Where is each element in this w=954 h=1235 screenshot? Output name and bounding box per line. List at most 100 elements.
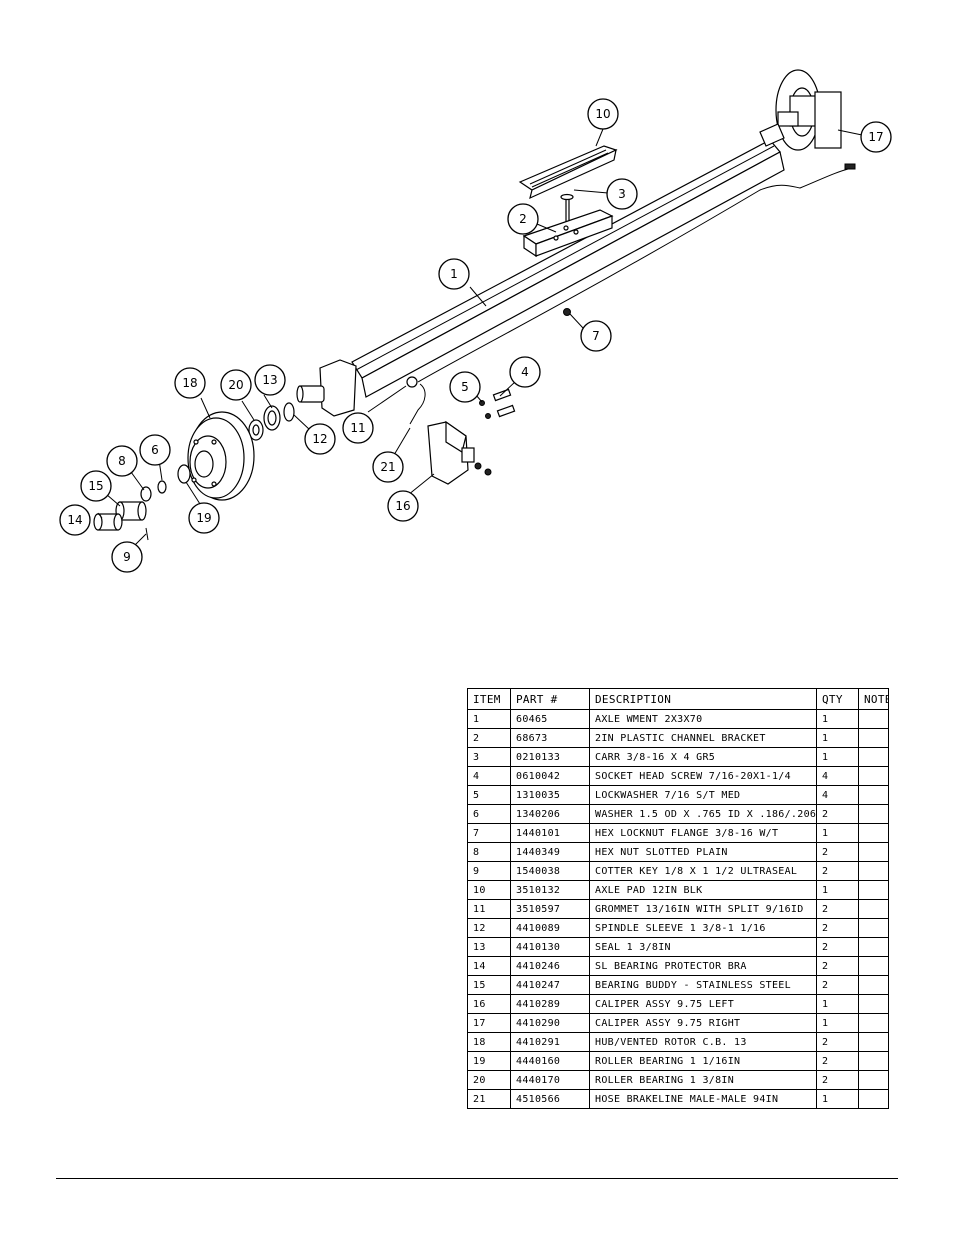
cell-description: HEX LOCKNUT FLANGE 3/8-16 W/T: [589, 823, 817, 843]
cell-qty: 1: [816, 1089, 859, 1109]
channel-bracket: [522, 209, 614, 258]
cell-part-number: 0210133: [510, 747, 590, 767]
callout-4: 4: [509, 356, 541, 388]
footer-divider: [56, 1178, 898, 1179]
cell-qty: 2: [816, 1051, 859, 1071]
cell-item: 17: [467, 1013, 511, 1033]
cotter-key: [145, 527, 149, 541]
hub-rotor: [187, 411, 255, 501]
cell-description: LOCKWASHER 7/16 S/T MED: [589, 785, 817, 805]
cell-description: CARR 3/8-16 X 4 GR5: [589, 747, 817, 767]
cell-item: 1: [467, 709, 511, 729]
cell-note: [858, 994, 889, 1014]
cell-item: 15: [467, 975, 511, 995]
callout-13: 13: [254, 364, 286, 396]
svg-text:2: 2: [519, 212, 527, 226]
cell-note: [858, 804, 889, 824]
cell-part-number: 4410246: [510, 956, 590, 976]
header-note: NOTE: [858, 688, 889, 710]
cell-qty: 1: [816, 994, 859, 1014]
header-description: DESCRIPTION: [589, 688, 817, 710]
cell-item: 16: [467, 994, 511, 1014]
cell-description: BEARING BUDDY - STAINLESS STEEL: [589, 975, 817, 995]
cell-note: [858, 728, 889, 748]
parts-list-table: ITEM PART # DESCRIPTION QTY NOTE 160465A…: [467, 688, 889, 1109]
left-spindle: [296, 359, 418, 417]
axle-tube: [351, 139, 785, 398]
cell-qty: 2: [816, 975, 859, 995]
callout-16: 16: [387, 490, 419, 522]
svg-text:8: 8: [118, 454, 126, 468]
svg-text:3: 3: [618, 187, 626, 201]
cell-item: 13: [467, 937, 511, 957]
cell-item: 14: [467, 956, 511, 976]
cell-item: 7: [467, 823, 511, 843]
cell-description: SOCKET HEAD SCREW 7/16-20X1-1/4: [589, 766, 817, 786]
cell-description: HUB/VENTED ROTOR C.B. 13: [589, 1032, 817, 1052]
cell-note: [858, 1032, 889, 1052]
cell-item: 2: [467, 728, 511, 748]
cell-part-number: 4410289: [510, 994, 590, 1014]
cell-part-number: 4410247: [510, 975, 590, 995]
cell-part-number: 1310035: [510, 785, 590, 805]
callout-21: 21: [372, 451, 404, 483]
svg-text:20: 20: [228, 378, 243, 392]
cell-note: [858, 937, 889, 957]
callout-6: 6: [139, 434, 171, 466]
cell-item: 3: [467, 747, 511, 767]
table-header-row: ITEM PART # DESCRIPTION QTY NOTE: [467, 688, 889, 710]
header-part-number: PART #: [510, 688, 590, 710]
cell-item: 20: [467, 1070, 511, 1090]
cell-part-number: 3510132: [510, 880, 590, 900]
cell-note: [858, 747, 889, 767]
cell-qty: 1: [816, 823, 859, 843]
cell-qty: 2: [816, 937, 859, 957]
svg-text:19: 19: [196, 511, 211, 525]
cell-description: CALIPER ASSY 9.75 LEFT: [589, 994, 817, 1014]
cell-item: 12: [467, 918, 511, 938]
callout-1: 1: [438, 258, 470, 290]
brake-line: [417, 167, 853, 383]
svg-text:5: 5: [461, 380, 469, 394]
callout-17: 17: [860, 121, 892, 153]
cell-part-number: 3510597: [510, 899, 590, 919]
cell-description: AXLE PAD 12IN BLK: [589, 880, 817, 900]
locknut: [563, 308, 571, 316]
slotted-nut: [140, 486, 152, 502]
cell-description: WASHER 1.5 OD X .765 ID X .186/.206: [589, 804, 817, 824]
cell-part-number: 4510566: [510, 1089, 590, 1109]
cell-description: HOSE BRAKELINE MALE-MALE 94IN: [589, 1089, 817, 1109]
callout-11: 11: [342, 412, 374, 444]
cell-description: ROLLER BEARING 1 3/8IN: [589, 1070, 817, 1090]
callout-8: 8: [106, 445, 138, 477]
svg-text:4: 4: [521, 365, 529, 379]
cell-part-number: 4410290: [510, 1013, 590, 1033]
callout-19: 19: [188, 502, 220, 534]
left-caliper: [427, 420, 492, 485]
svg-text:1: 1: [450, 267, 458, 281]
svg-text:7: 7: [592, 329, 600, 343]
cell-qty: 1: [816, 709, 859, 729]
callout-14: 14: [59, 504, 91, 536]
cell-note: [858, 918, 889, 938]
cell-qty: 2: [816, 1032, 859, 1052]
cell-part-number: 4440170: [510, 1070, 590, 1090]
cell-qty: 1: [816, 728, 859, 748]
cell-note: [858, 785, 889, 805]
cell-description: HEX NUT SLOTTED PLAIN: [589, 842, 817, 862]
cell-note: [858, 1089, 889, 1109]
axle-pad: [518, 145, 618, 200]
cell-part-number: 1440101: [510, 823, 590, 843]
